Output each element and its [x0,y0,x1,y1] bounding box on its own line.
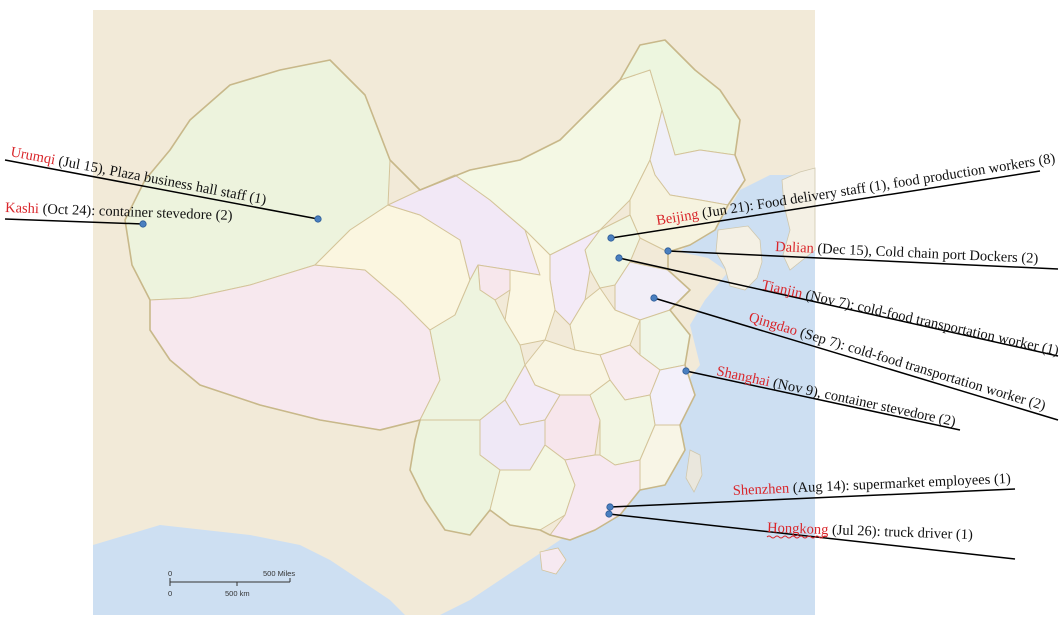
taiwan-land [685,449,703,493]
marker-urumqi [314,215,322,223]
leader-line-tianjin [618,257,1059,357]
city-markers [139,215,690,518]
label-kashi: Kashi (Oct 24): container stevedore (2) [5,200,233,224]
sea-southwest [93,525,405,615]
city-name-beijing: Beijing [655,207,700,229]
leader-line-dalian [667,250,1059,270]
marker-tianjin [615,254,623,262]
label-hongkong: Hongkong (Jul 26): truck driver (1) [767,520,973,543]
scale-bar: 0 500 Miles 0 500 km [168,569,295,598]
leader-line-hongkong [608,513,1016,560]
marker-shanghai [682,367,690,375]
city-name-hongkong: Hongkong [767,520,829,538]
marker-kashi [139,220,147,228]
city-name-kashi: Kashi [5,200,39,217]
japan-land [781,167,816,271]
leader-lines [4,159,1059,560]
city-name-shenzhen: Shenzhen [732,481,790,499]
marker-hongkong [605,510,613,518]
scale-miles-value: 500 Miles [263,569,295,578]
city-name-dalian: Dalian [775,239,815,257]
marker-dalian [664,247,672,255]
leader-line-beijing [610,170,1041,239]
hainan-land [539,547,567,575]
leader-line-kashi [4,218,144,225]
details-hongkong: (Jul 26): truck driver (1) [828,522,973,543]
hongkong-underline [766,535,828,539]
leader-line-shenzhen [609,488,1016,508]
marker-beijing [607,234,615,242]
korea-land [715,225,763,291]
sea-area [440,175,815,615]
provinces [124,39,746,541]
marker-shenzhen [606,503,614,511]
details-kashi: (Oct 24): container stevedore (2) [39,201,233,224]
leader-line-shanghai [685,370,961,431]
scale-miles-zero: 0 [168,569,172,578]
marker-qingdao [650,294,658,302]
scale-km-value: 500 km [225,589,250,598]
national-border [124,39,746,541]
scale-km-zero: 0 [168,589,172,598]
leader-line-qingdao [653,297,1059,421]
leader-line-urumqi [4,159,319,220]
details-shenzhen: (Aug 14): supermarket employees (1) [789,471,1012,497]
